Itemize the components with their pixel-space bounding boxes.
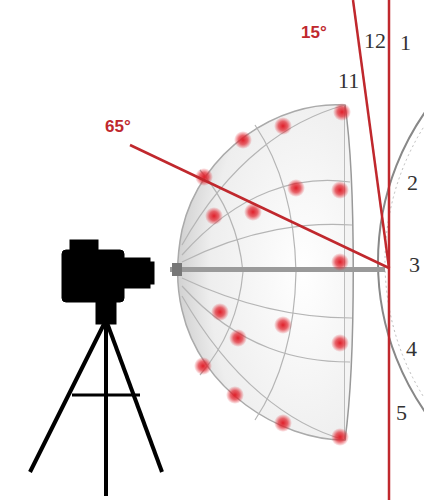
clock-number: 12 <box>364 30 386 52</box>
light-point <box>229 329 247 347</box>
angle-label: 65° <box>104 118 132 135</box>
light-point <box>211 303 229 321</box>
clock-number: 11 <box>338 70 359 92</box>
clock-face <box>378 0 424 500</box>
light-point <box>226 386 244 404</box>
clock-number: 4 <box>406 338 417 360</box>
light-points <box>194 103 351 446</box>
angle-lines <box>130 0 389 500</box>
light-point <box>205 207 223 225</box>
light-point <box>333 103 351 121</box>
light-point <box>274 414 292 432</box>
light-point <box>274 117 292 135</box>
clock-number: 2 <box>407 172 418 194</box>
clock-number: 3 <box>409 254 420 276</box>
light-point <box>287 179 305 197</box>
clock-number: 5 <box>396 402 407 424</box>
light-point <box>331 253 349 271</box>
light-point <box>274 316 292 334</box>
light-point <box>194 357 212 375</box>
light-point <box>331 334 349 352</box>
light-point <box>331 181 349 199</box>
clock-number: 1 <box>400 32 411 54</box>
umbrella <box>170 105 385 440</box>
light-point <box>331 428 349 446</box>
light-point <box>234 131 252 149</box>
camera-on-tripod <box>30 240 162 496</box>
angle-label: 15° <box>300 24 328 41</box>
